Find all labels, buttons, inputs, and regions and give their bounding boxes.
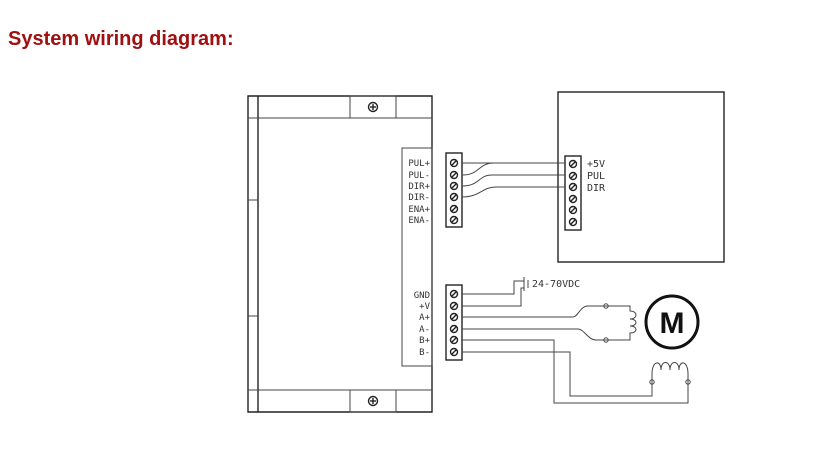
terminal-screw-icon bbox=[449, 347, 459, 357]
terminal-screw-icon bbox=[449, 170, 459, 180]
terminal-screw-icon bbox=[449, 215, 459, 225]
motor-label: M bbox=[660, 307, 685, 340]
terminal-screw-icon bbox=[568, 194, 578, 204]
label-b-minus: B- bbox=[419, 348, 430, 358]
label-a-plus: A+ bbox=[419, 313, 430, 323]
label-gnd: GND bbox=[414, 291, 430, 301]
power-terminal-block bbox=[445, 284, 463, 361]
terminal-screw-icon bbox=[449, 158, 459, 168]
terminal-screw-icon bbox=[568, 217, 578, 227]
terminal-screw-icon bbox=[568, 171, 578, 181]
label-dir: DIR bbox=[587, 183, 606, 194]
terminal-screw-icon bbox=[449, 289, 459, 299]
terminal-screw-icon bbox=[449, 324, 459, 334]
driver-housing bbox=[247, 95, 433, 413]
label-pul-plus: PUL+ bbox=[408, 159, 430, 169]
label-ena-plus: ENA+ bbox=[408, 205, 430, 215]
terminal-screw-icon bbox=[449, 204, 459, 214]
mount-screw-top-icon bbox=[367, 101, 379, 113]
label-b-plus: B+ bbox=[419, 336, 430, 346]
label-pul-minus: PUL- bbox=[408, 171, 430, 181]
signal-terminal-block bbox=[445, 152, 463, 228]
terminal-screw-icon bbox=[568, 159, 578, 169]
controller-terminal-block bbox=[564, 155, 582, 231]
terminal-screw-icon bbox=[568, 182, 578, 192]
label-pul: PUL bbox=[587, 171, 605, 182]
terminal-screw-icon bbox=[449, 301, 459, 311]
motor-icon: M bbox=[644, 294, 700, 350]
label-a-minus: A- bbox=[419, 325, 430, 335]
terminal-screw-icon bbox=[449, 335, 459, 345]
driver-label-panel bbox=[401, 147, 433, 367]
label-vplus: +V bbox=[419, 302, 430, 312]
signal-wires bbox=[461, 162, 565, 198]
power-supply-wires bbox=[462, 277, 529, 307]
terminal-screw-icon bbox=[568, 205, 578, 215]
terminal-screw-icon bbox=[449, 312, 459, 322]
terminal-screw-icon bbox=[449, 181, 459, 191]
label-ena-minus: ENA- bbox=[408, 216, 430, 226]
motor-wires bbox=[462, 303, 691, 404]
page-title: System wiring diagram: bbox=[8, 28, 234, 50]
label-dir-plus: DIR+ bbox=[408, 182, 430, 192]
mount-screw-bottom-icon bbox=[367, 395, 379, 407]
label-plus-5v: +5V bbox=[587, 159, 605, 170]
controller-box bbox=[557, 91, 725, 263]
supply-voltage-label: 24-70VDC bbox=[532, 279, 580, 290]
terminal-screw-icon bbox=[449, 192, 459, 202]
label-dir-minus: DIR- bbox=[408, 193, 430, 203]
